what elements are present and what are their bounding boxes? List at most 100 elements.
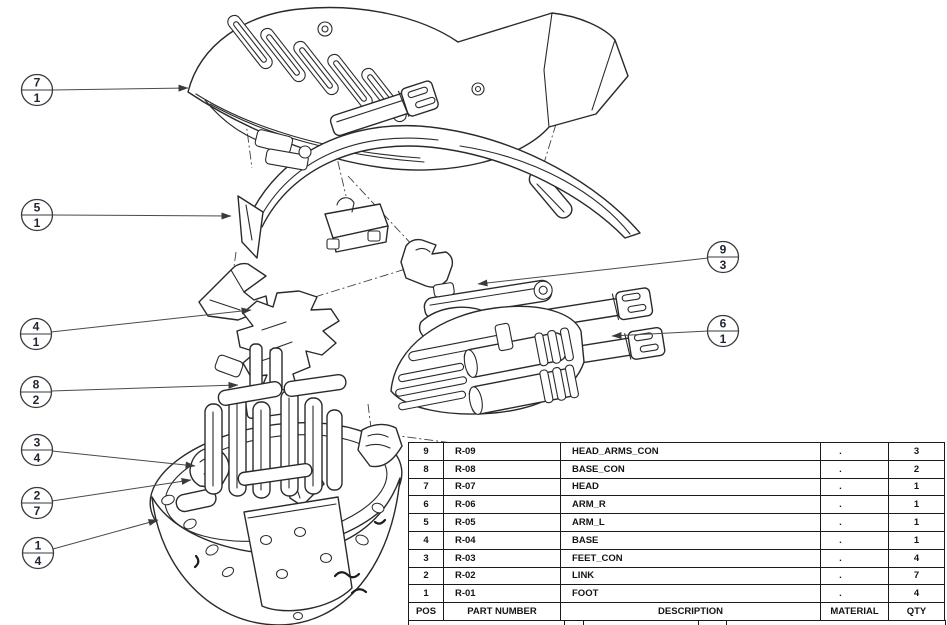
bom-cell-part-number: R-09	[443, 442, 561, 461]
bom-cell-description: ARM_R	[560, 495, 821, 515]
bom-cell-description: FEET_CON	[560, 548, 821, 568]
balloon-qty: 1	[33, 335, 40, 349]
bom-cell-qty: 7	[888, 566, 945, 586]
balloon-pos: 1	[35, 539, 42, 553]
bom-row: 4 R-04 BASE . 1	[408, 530, 945, 550]
bom-header-pos: POS	[408, 602, 444, 621]
callout-balloon-3: 3 4	[20, 433, 196, 469]
balloon-pos: 3	[34, 436, 41, 450]
balloon-pos: 2	[34, 489, 41, 503]
bom-header-part-number: PART NUMBER	[443, 602, 561, 621]
bom-cell-qty: 1	[888, 513, 945, 532]
bom-cell-part-number: R-07	[443, 477, 561, 497]
bom-row: 8 R-08 BASE_CON . 2	[408, 459, 945, 479]
bom-cell-pos: 6	[408, 495, 444, 515]
head-arms-con-clip	[400, 238, 454, 288]
bom-cell-qty: 4	[888, 548, 945, 568]
bom-row: 5 R-05 ARM_L . 1	[408, 513, 945, 532]
bom-row: 1 R-01 FOOT . 4	[408, 584, 945, 604]
balloon-qty: 3	[720, 258, 727, 272]
bom-cell-pos: 2	[408, 566, 444, 586]
bom-cell-qty: 3	[888, 442, 945, 461]
bom-cell-material: .	[820, 513, 889, 532]
head-cannon	[329, 80, 439, 137]
bom-cell-qty: 1	[888, 495, 945, 515]
bom-cell-description: BASE	[560, 530, 821, 550]
balloon-qty: 4	[35, 554, 42, 568]
balloon-pos: 7	[34, 76, 41, 90]
bom-cell-pos: 7	[408, 477, 444, 497]
arm-l-part	[237, 124, 641, 259]
callout-balloon-1: 1 4	[21, 519, 159, 570]
bom-cell-pos: 5	[408, 513, 444, 532]
bom-cell-pos: 4	[408, 530, 444, 550]
bom-cell-pos: 3	[408, 548, 444, 568]
bom-header-row: POS PART NUMBER DESCRIPTION MATERIAL QTY	[408, 602, 945, 621]
bom-cell-material: .	[820, 442, 889, 461]
callout-balloon-4: 4 1	[19, 307, 252, 351]
balloon-qty: 1	[720, 332, 727, 346]
bom-cell-material: .	[820, 530, 889, 550]
balloon-qty: 4	[34, 451, 41, 465]
bom-cell-part-number: R-02	[443, 566, 561, 586]
bom-cell-pos: 8	[408, 459, 444, 479]
base-con-part	[214, 343, 290, 419]
callout-balloon-5: 5 1	[20, 198, 232, 232]
callout-balloon-6: 6 1	[611, 314, 740, 348]
bom-cell-description: HEAD_ARMS_CON	[560, 442, 821, 461]
bom-row: 2 R-02 LINK . 7	[408, 566, 945, 586]
callout-balloon-8: 8 2	[19, 375, 239, 409]
bom-row: 9 R-09 HEAD_ARMS_CON . 3	[408, 442, 945, 461]
bowl-holes	[161, 494, 385, 620]
balloon-pos: 9	[720, 243, 727, 257]
bom-row: 3 R-03 FEET_CON . 4	[408, 548, 945, 568]
bom-cell-pos: 9	[408, 442, 444, 461]
foot-bowl-part	[149, 373, 403, 625]
bom-header-description: DESCRIPTION	[560, 602, 821, 621]
balloon-qty: 7	[34, 504, 41, 518]
bom-cell-description: FOOT	[560, 584, 821, 604]
balloon-pos: 5	[34, 201, 41, 215]
bom-cell-material: .	[820, 495, 889, 515]
bom-cell-description: BASE_CON	[560, 459, 821, 479]
bom-cell-part-number: R-08	[443, 459, 561, 479]
arm-r-part	[390, 287, 666, 415]
bom-header-qty: QTY	[888, 602, 945, 621]
bom-cell-material: .	[820, 584, 889, 604]
bom-cell-qty: 1	[888, 530, 945, 550]
bom-cell-material: .	[820, 548, 889, 568]
balloon-pos: 4	[33, 320, 40, 334]
bom-cell-pos: 1	[408, 584, 444, 604]
bom-cell-part-number: R-01	[443, 584, 561, 604]
bom-cell-material: .	[820, 459, 889, 479]
bom-cell-qty: 1	[888, 477, 945, 497]
bom-cell-material: .	[820, 566, 889, 586]
callout-balloon-2: 2 7	[20, 477, 192, 520]
callout-balloon-7: 7 1	[20, 73, 189, 107]
callout-balloon-9: 9 3	[477, 240, 740, 287]
bom-row: 7 R-07 HEAD . 1	[408, 477, 945, 497]
balloon-qty: 1	[34, 91, 41, 105]
bom-cell-part-number: R-05	[443, 513, 561, 532]
arm-r-cylinder-2	[468, 364, 579, 415]
bom-cell-part-number: R-03	[443, 548, 561, 568]
bom-row: 6 R-06 ARM_R . 1	[408, 495, 945, 515]
bom-header-material: MATERIAL	[820, 602, 889, 621]
bom-cell-qty: 2	[888, 459, 945, 479]
bom-cell-description: LINK	[560, 566, 821, 586]
bom-cell-part-number: R-06	[443, 495, 561, 515]
bom-cell-part-number: R-04	[443, 530, 561, 550]
balloon-pos: 6	[720, 317, 727, 331]
bom-cell-description: HEAD	[560, 477, 821, 497]
link-rods	[204, 373, 347, 499]
balloon-qty: 2	[33, 393, 40, 407]
bom-cell-description: ARM_L	[560, 513, 821, 532]
bom-cell-qty: 4	[888, 584, 945, 604]
connector-block	[324, 197, 389, 253]
bom-table: 9 R-09 HEAD_ARMS_CON . 3 8 R-08 BASE_CON…	[408, 442, 945, 621]
bom-cell-material: .	[820, 477, 889, 497]
bowl-scribbles	[193, 518, 387, 595]
balloon-pos: 8	[33, 378, 40, 392]
